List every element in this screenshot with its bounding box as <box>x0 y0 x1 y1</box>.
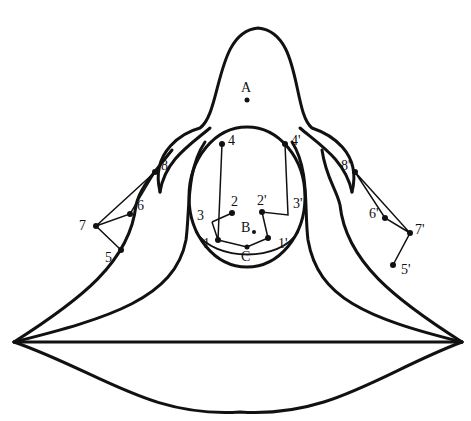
callout-number: 1' <box>277 236 289 251</box>
leader-lobe-left <box>96 172 155 250</box>
callout-number: 3' <box>292 196 304 211</box>
leader-lobe-right <box>355 172 410 265</box>
right-inner <box>292 142 462 342</box>
callout-number: 8 <box>160 158 169 173</box>
hood-inner <box>160 128 210 192</box>
callout-number: 8' <box>340 158 352 173</box>
leader-right <box>262 144 288 238</box>
callout-number: 6' <box>368 206 380 221</box>
callout-number: 4' <box>290 133 302 148</box>
callout-number: 2' <box>256 193 268 208</box>
callout-number: 4 <box>227 133 236 148</box>
callout-number: 7' <box>414 222 426 237</box>
mid-line <box>14 341 462 344</box>
callout-number: 5 <box>104 250 113 265</box>
left-lobe <box>14 150 172 342</box>
callout-number: 6 <box>136 198 145 213</box>
leader-bottom <box>218 238 268 247</box>
right-lobe <box>322 150 462 342</box>
left-inner <box>14 142 205 342</box>
lower-lip <box>14 342 462 413</box>
callout-number: A <box>240 80 252 95</box>
callout-number: 5' <box>400 262 412 277</box>
callout-number: 3 <box>196 208 205 223</box>
callout-number: B <box>240 220 251 235</box>
hood-inner <box>300 128 352 192</box>
callout-number: C <box>240 249 251 264</box>
central-oval <box>189 127 305 267</box>
callout-number: 7 <box>78 218 87 233</box>
leader-left <box>212 144 232 240</box>
callout-number: 1 <box>202 236 211 251</box>
callout-number: 2 <box>230 194 239 209</box>
